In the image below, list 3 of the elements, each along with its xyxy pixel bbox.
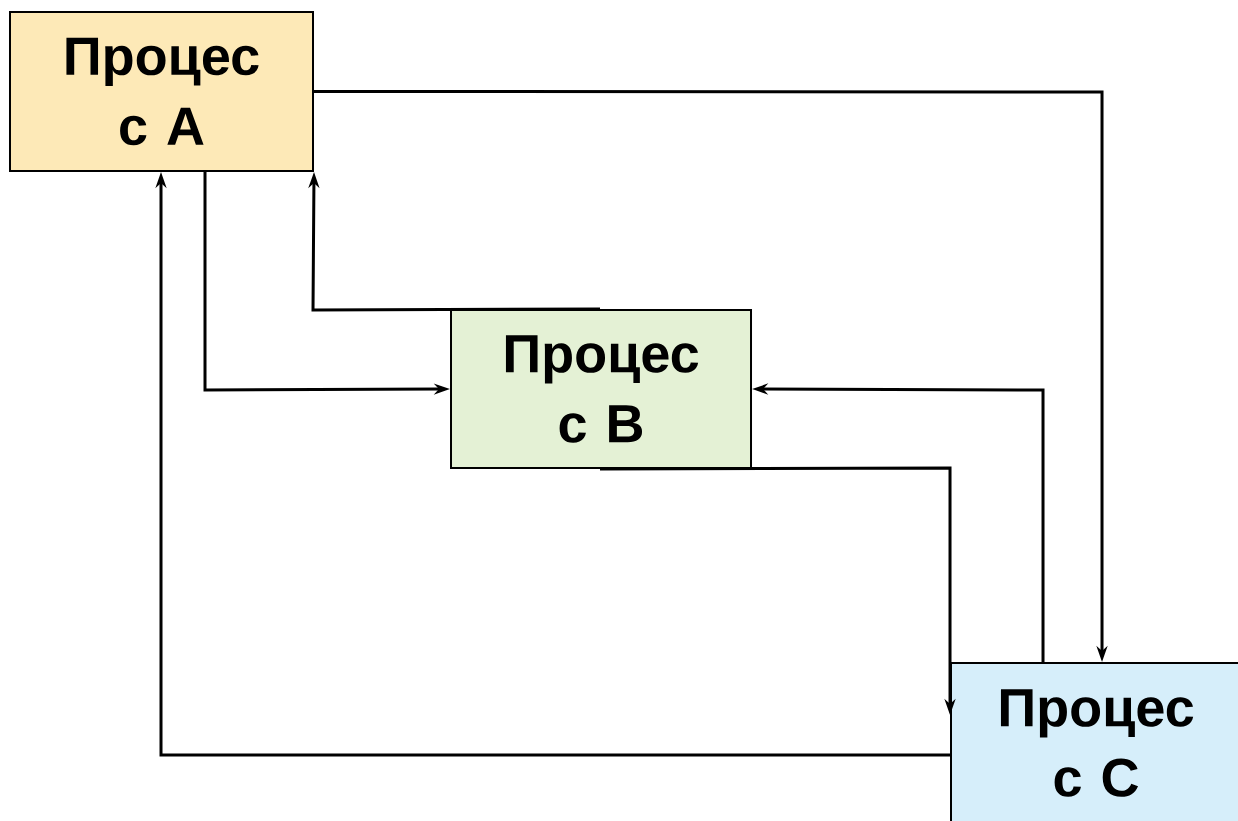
process-box: Процес с A [9,11,314,172]
process-box: Процес с B [450,309,752,469]
process-box: Процес с C [950,662,1238,821]
